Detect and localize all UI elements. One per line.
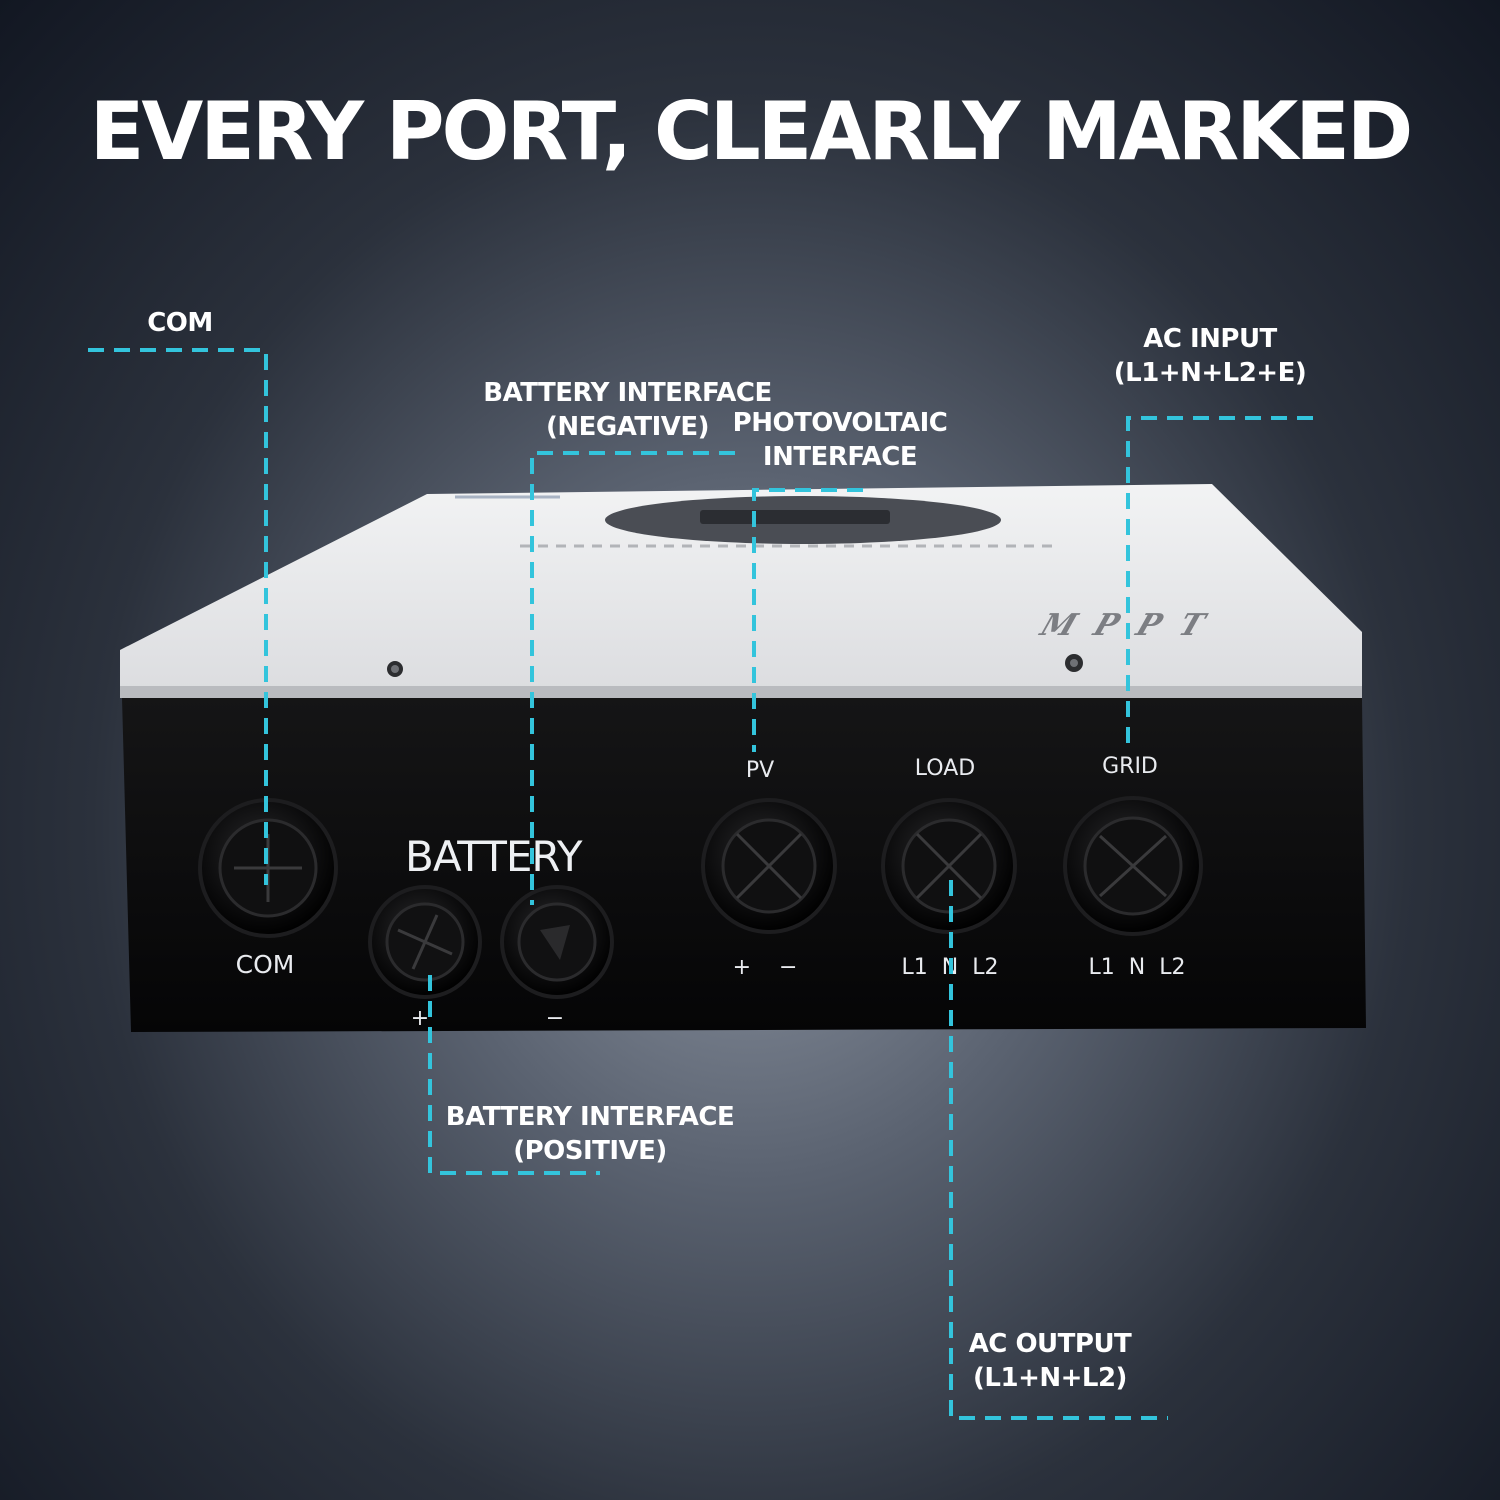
screw-icon [1065, 654, 1083, 672]
callout-ac-output-line2: (L1+N+L2) [973, 1363, 1127, 1393]
panel-label-pv: PV [745, 758, 775, 783]
callout-battery-positive-line1: BATTERY INTERFACE [445, 1102, 735, 1132]
panel-label-grid-terminals: L1 N L2 [1088, 955, 1186, 980]
callout-battery-negative: BATTERY INTERFACE (NEGATIVE) [470, 376, 785, 444]
callout-ac-output-line1: AC OUTPUT [968, 1329, 1132, 1359]
callout-battery-positive-line2: (POSITIVE) [513, 1136, 667, 1166]
callout-photovoltaic: PHOTOVOLTAIC INTERFACE [720, 406, 960, 474]
callout-ac-input-line2: (L1+N+L2+E) [1113, 358, 1307, 388]
screw-icon [387, 661, 403, 677]
port-grommet-icon [368, 885, 482, 999]
panel-label-com: COM [235, 950, 295, 979]
panel-label-pv-polarity: + − [732, 955, 798, 980]
callout-battery-positive: BATTERY INTERFACE (POSITIVE) [440, 1100, 740, 1168]
panel-label-load-terminals: L1 N L2 [901, 955, 999, 980]
port-grommet-icon [500, 885, 614, 999]
device-top-lid [120, 484, 1362, 690]
panel-label-load: LOAD [914, 756, 976, 781]
panel-label-battery-neg: − [545, 1006, 565, 1031]
callout-battery-negative-line1: BATTERY INTERFACE [483, 378, 772, 408]
panel-label-battery-pos: + [410, 1006, 430, 1031]
panel-label-grid: GRID [1102, 754, 1158, 779]
callout-ac-input: AC INPUT (L1+N+L2+E) [1105, 322, 1315, 390]
port-grommet-icon [881, 798, 1017, 934]
callout-com: COM [147, 308, 213, 338]
port-grommet-icon [701, 798, 837, 934]
callout-photovoltaic-line2: INTERFACE [762, 442, 918, 472]
panel-label-battery: BATTERY [405, 832, 583, 881]
headline: EVERY PORT, CLEARLY MARKED [89, 85, 1414, 178]
callout-photovoltaic-line1: PHOTOVOLTAIC [732, 408, 948, 438]
mppt-brand-mark: MPPT [1035, 608, 1229, 643]
port-grommet-icon [1063, 796, 1203, 936]
callout-ac-output: AC OUTPUT (L1+N+L2) [960, 1327, 1140, 1395]
port-grommet-icon [198, 798, 338, 938]
callout-ac-input-line1: AC INPUT [1143, 324, 1277, 354]
callout-battery-negative-line2: (NEGATIVE) [545, 412, 710, 442]
